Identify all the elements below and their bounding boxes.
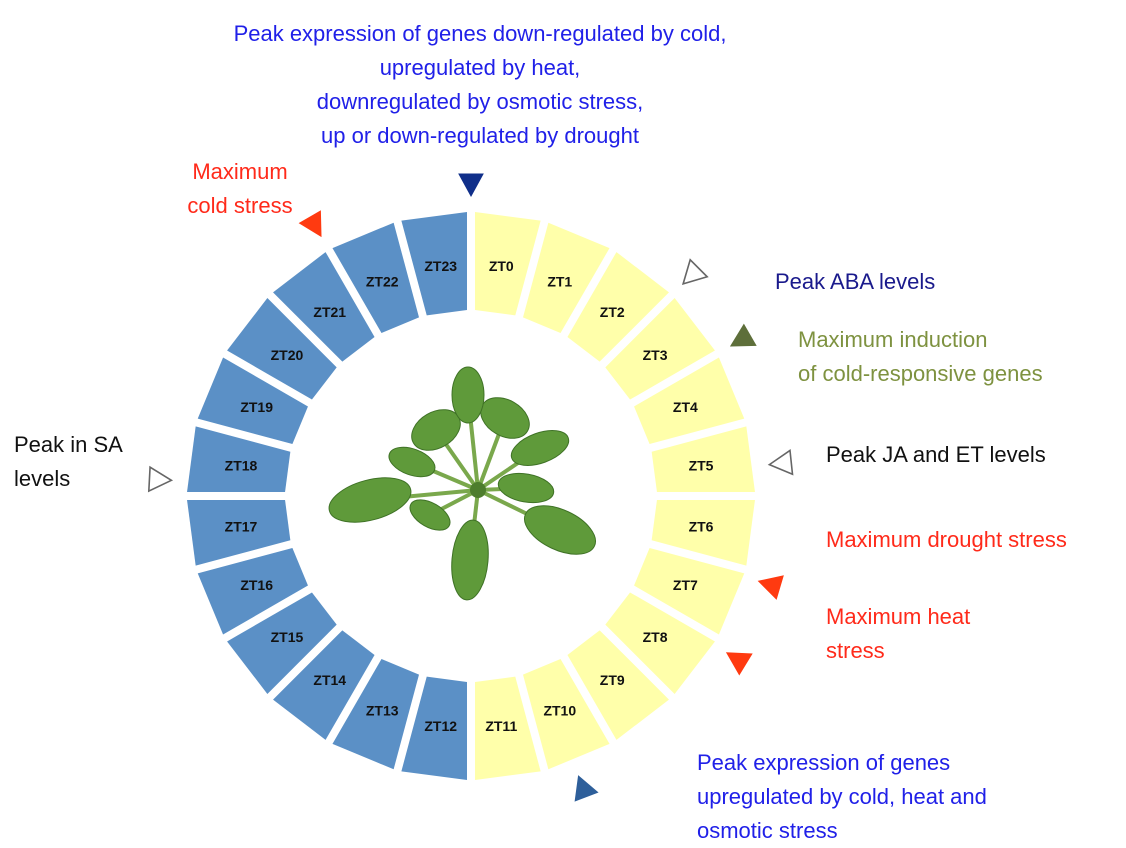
annotation-cold-stress-line-2: cold stress [187, 193, 293, 218]
annotation-cold-stress: Maximum cold stress [140, 155, 340, 223]
segment-label-zt1: ZT1 [547, 274, 572, 290]
segment-label-zt7: ZT7 [673, 577, 698, 593]
segment-zt14 [273, 630, 375, 740]
annotation-cold-induction-line-2: of cold-responsive genes [798, 361, 1043, 386]
segment-zt12 [401, 676, 468, 780]
plant-leaf-6 [510, 430, 570, 466]
segment-zt18 [187, 426, 291, 493]
segment-label-zt9: ZT9 [600, 672, 625, 688]
marker-cold-stress-icon [298, 210, 322, 238]
segment-zt5 [651, 426, 755, 493]
segment-zt11 [474, 676, 541, 780]
segment-zt22 [332, 222, 420, 333]
segment-zt23 [401, 212, 468, 316]
annotation-heat: Maximum heat stress [826, 600, 970, 668]
annotation-top-line-2: upregulated by heat, [379, 55, 581, 80]
annotation-top-line-1: Peak expression of genes down-regulated … [233, 21, 727, 46]
plant-leaf-9 [409, 499, 451, 531]
marker-layer [147, 173, 794, 802]
segment-zt3 [605, 298, 715, 400]
segment-zt20 [227, 298, 337, 400]
segment-label-zt14: ZT14 [313, 672, 346, 688]
segment-label-zt22: ZT22 [366, 274, 399, 290]
segment-zt6 [651, 499, 755, 566]
segment-zt21 [273, 252, 375, 362]
segment-label-zt13: ZT13 [366, 702, 399, 718]
annotation-cold-induction-line-1: Maximum induction [798, 327, 988, 352]
annotation-bottom-line-3: osmotic stress [697, 818, 838, 843]
annotation-drought: Maximum drought stress [826, 523, 1067, 557]
segment-label-zt18: ZT18 [225, 458, 258, 474]
annotation-top: Peak expression of genes down-regulated … [180, 17, 780, 153]
segment-label-zt6: ZT6 [689, 518, 714, 534]
segment-zt10 [522, 659, 610, 770]
plant-leaf-4 [524, 505, 596, 555]
annotation-ja-et-line-1: Peak JA and ET levels [826, 442, 1046, 467]
segment-zt15 [227, 592, 337, 694]
segment-label-zt8: ZT8 [643, 629, 668, 645]
annotation-top-line-3: downregulated by osmotic stress, [316, 89, 644, 114]
annotation-aba: Peak ABA levels [775, 265, 935, 299]
plant-leaf-8 [497, 472, 555, 504]
annotation-bottom-line-2: upregulated by cold, heat and [697, 784, 987, 809]
segment-zt4 [634, 357, 745, 445]
plant-leaf-5 [451, 519, 489, 601]
annotation-heat-line-1: Maximum heat [826, 604, 971, 629]
annotation-sa: Peak in SA levels [14, 428, 123, 496]
segment-label-zt0: ZT0 [489, 258, 514, 274]
annotation-bottom: Peak expression of genes upregulated by … [697, 746, 987, 848]
marker-aba-icon [681, 258, 709, 286]
plant-center [470, 482, 486, 498]
segment-label-zt17: ZT17 [225, 518, 258, 534]
annotation-heat-line-2: stress [826, 638, 885, 663]
segment-label-zt12: ZT12 [424, 718, 457, 734]
segment-zt9 [567, 630, 669, 740]
annotation-sa-line-2: levels [14, 466, 71, 491]
segment-zt7 [634, 547, 745, 635]
segment-label-zt11: ZT11 [485, 718, 517, 734]
annotation-cold-stress-line-1: Maximum [192, 159, 288, 184]
marker-drought-icon [757, 575, 784, 600]
segment-zt1 [522, 222, 610, 333]
segment-zt8 [605, 592, 715, 694]
marker-sa-icon [147, 465, 174, 493]
marker-ja-et-icon [767, 448, 794, 476]
segment-label-zt19: ZT19 [240, 399, 273, 415]
plant-leaf-7 [388, 446, 436, 478]
annotation-drought-line-1: Maximum drought stress [826, 527, 1067, 552]
marker-heat-icon [725, 652, 753, 676]
plant-leaf-2 [451, 366, 485, 424]
segment-zt17 [187, 499, 291, 566]
annotation-sa-line-1: Peak in SA [14, 432, 123, 457]
plant-leaf-3 [328, 477, 412, 523]
segment-label-zt4: ZT4 [673, 399, 698, 415]
segment-label-zt20: ZT20 [271, 347, 304, 363]
annotation-bottom-line-1: Peak expression of genes [697, 750, 951, 775]
segment-label-zt10: ZT10 [543, 702, 576, 718]
segment-label-zt16: ZT16 [240, 577, 273, 593]
segment-zt13 [332, 659, 420, 770]
annotation-ja-et: Peak JA and ET levels [826, 438, 1046, 472]
segment-zt19 [197, 357, 308, 445]
segment-zt0 [474, 212, 541, 316]
segment-zt16 [197, 547, 308, 635]
segment-zt2 [567, 252, 669, 362]
marker-bottom-icon [574, 775, 599, 802]
marker-top-icon [458, 173, 484, 198]
annotation-top-line-4: up or down-regulated by drought [321, 123, 639, 148]
annotation-cold-induction: Maximum induction of cold-responsive gen… [798, 323, 1043, 391]
marker-cold-induction-icon [729, 323, 757, 347]
segment-label-zt15: ZT15 [271, 629, 304, 645]
segment-label-zt3: ZT3 [643, 347, 668, 363]
annotation-aba-line-1: Peak ABA levels [775, 269, 936, 294]
plant-icon [328, 366, 596, 601]
segment-label-zt23: ZT23 [424, 258, 457, 274]
segment-label-zt21: ZT21 [313, 304, 346, 320]
segment-label-zt5: ZT5 [689, 458, 714, 474]
segment-label-zt2: ZT2 [600, 304, 625, 320]
